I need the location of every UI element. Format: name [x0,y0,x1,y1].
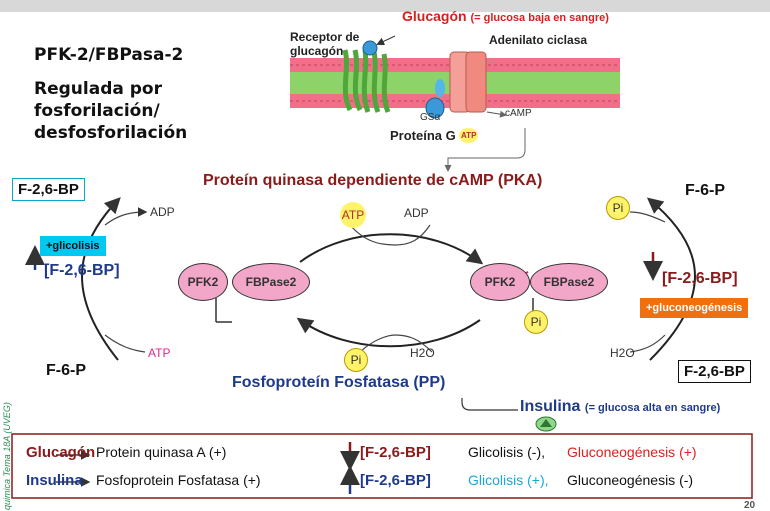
summary-row1-enzyme: Protein quinasa A (+) [96,444,227,460]
glucagon-receptor-shape [342,40,391,113]
regulated-line3: desfosforilación [34,123,188,143]
summary-row2-glycolysis: Glicolisis (+), [468,472,549,488]
adenylate-cyclase-label: Adenilato ciclasa [489,33,588,47]
pka-label: Proteín quinasa dependiente de cAMP (PKA… [203,172,543,189]
insulin-label: Insulina [520,398,581,415]
glucagon-label: Glucagón [402,8,467,24]
regulated-line1: Regulada por [34,79,162,99]
right-decrease-label: [F-2,6-BP] [662,270,738,287]
summary-row1-gluconeo: Gluconeogénesis (+) [567,444,697,460]
right-pfk2-domain: PFK2 [470,263,530,301]
left-atp-label: ATP [148,346,171,360]
summary-row1-glycolysis: Glicolisis (-), [468,444,545,460]
center-atp-badge: ATP [340,202,366,228]
center-pi-bottom: Pi [344,348,368,372]
gs-alpha-label: GSα [420,112,441,123]
insulin-up-icon [535,416,557,432]
summary-row2-gluconeo: Gluconeogénesis (-) [567,472,694,488]
g-protein-label: Proteína G [390,128,456,143]
summary-row2-level: [F-2,6-BP] [360,472,431,489]
insulin-note: (= glucosa alta en sangre) [584,402,721,414]
side-credit: quimica Tema 18A (UVEG) [2,402,12,510]
center-h2o-label: H2O [410,346,435,360]
camp-label: cAMP [505,108,532,119]
glucagon-title: Glucagón (= glucosa baja en sangre) [402,8,609,24]
left-adp-label: ADP [150,205,175,219]
g-protein-shape [425,79,445,119]
glucagon-note: (= glucosa baja en sangre) [470,12,609,24]
center-adp-label: ADP [404,206,429,220]
left-f26bp-box: F-2,6-BP [12,178,85,201]
summary-row2-hormone: Insulina [26,472,83,489]
glycolysis-tag: +glicolisis [40,236,106,256]
gluconeogenesis-tag: +gluconeogénesis [640,298,749,318]
right-fbpase2-domain: FBPase2 [530,263,608,301]
left-f6p-label: F-6-P [46,362,86,379]
enzyme-title: PFK-2/FBPasa-2 [34,45,184,65]
summary-row1-hormone: Glucagón [26,444,96,461]
right-pi-top: Pi [606,196,630,220]
right-h2o-label: H2O [610,346,635,360]
adenylate-cyclase-shape [449,51,487,113]
insulin-row: Insulina (= glucosa alta en sangre) [520,398,720,416]
left-fbpase2-domain: FBPase2 [232,263,310,301]
left-increase-label: [F-2,6-BP] [44,262,120,279]
right-enzyme-pi: Pi [524,310,548,334]
regulated-line2: fosforilación/ [34,101,160,121]
summary-row2-enzyme: Fosfoprotein Fosfatasa (+) [96,472,261,488]
top-band [0,0,770,12]
pp-label: Fosfoproteín Fosfatasa (PP) [232,374,446,391]
atp-small-badge: ATP [459,128,479,143]
summary-row1-level: [F-2,6-BP] [360,444,431,461]
summary-box-frame [11,433,753,499]
right-f6p-label: F-6-P [685,182,725,199]
receptor-label: Receptor de glucagón [290,30,360,58]
page-number: 20 [744,500,756,511]
right-f26bp-box: F-2,6-BP [678,360,751,383]
left-pfk2-domain: PFK2 [178,263,228,301]
